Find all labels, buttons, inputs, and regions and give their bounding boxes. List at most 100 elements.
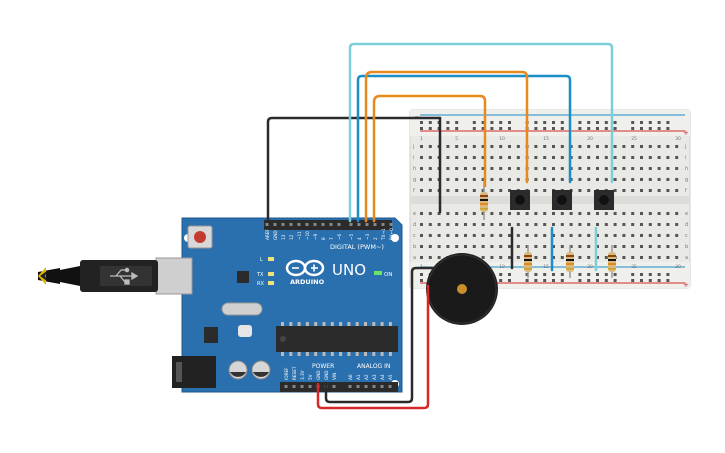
- breadboard-hole[interactable]: [552, 167, 555, 170]
- breadboard-hole[interactable]: [578, 223, 582, 226]
- header-pin[interactable]: [348, 385, 352, 388]
- breadboard-hole[interactable]: [543, 245, 547, 248]
- breadboard-hole[interactable]: [481, 178, 485, 181]
- breadboard-hole[interactable]: [437, 256, 441, 259]
- breadboard-hole[interactable]: [587, 212, 591, 215]
- breadboard-hole[interactable]: [481, 156, 485, 159]
- breadboard-hole[interactable]: [534, 256, 538, 259]
- breadboard-hole[interactable]: [675, 223, 679, 226]
- breadboard-hole[interactable]: [490, 234, 494, 237]
- breadboard-hole[interactable]: [560, 256, 564, 259]
- breadboard-hole[interactable]: [481, 145, 485, 148]
- breadboard-hole[interactable]: [472, 234, 476, 237]
- breadboard-hole[interactable]: [464, 234, 467, 237]
- rail-hole[interactable]: [631, 127, 635, 130]
- breadboard-hole[interactable]: [631, 256, 635, 259]
- breadboard-hole[interactable]: [464, 156, 467, 159]
- rail-hole[interactable]: [560, 121, 564, 124]
- breadboard-hole[interactable]: [666, 245, 670, 248]
- rail-hole[interactable]: [525, 273, 529, 276]
- rail-hole[interactable]: [508, 127, 511, 130]
- breadboard-hole[interactable]: [569, 223, 573, 226]
- breadboard-hole[interactable]: [587, 167, 591, 170]
- header-pin[interactable]: [356, 385, 360, 388]
- rail-hole[interactable]: [420, 279, 423, 282]
- breadboard-hole[interactable]: [587, 245, 591, 248]
- breadboard-hole[interactable]: [472, 156, 476, 159]
- rail-hole[interactable]: [543, 127, 547, 130]
- pushbutton-3[interactable]: [594, 190, 614, 210]
- breadboard-hole[interactable]: [666, 178, 670, 181]
- header-pin[interactable]: [337, 223, 341, 226]
- breadboard-hole[interactable]: [428, 178, 432, 181]
- rail-hole[interactable]: [446, 121, 450, 124]
- breadboard-hole[interactable]: [472, 145, 476, 148]
- resistor-button-2[interactable]: [566, 245, 574, 278]
- breadboard-hole[interactable]: [516, 178, 520, 181]
- breadboard-hole[interactable]: [534, 212, 538, 215]
- rail-hole[interactable]: [640, 121, 643, 124]
- breadboard-hole[interactable]: [437, 223, 441, 226]
- rail-hole[interactable]: [648, 279, 652, 282]
- breadboard-hole[interactable]: [622, 156, 626, 159]
- breadboard-hole[interactable]: [455, 212, 459, 215]
- breadboard-hole[interactable]: [508, 167, 511, 170]
- header-pin[interactable]: [381, 223, 385, 226]
- breadboard-hole[interactable]: [446, 178, 450, 181]
- header-pin[interactable]: [305, 223, 309, 226]
- breadboard-hole[interactable]: [472, 223, 476, 226]
- breadboard-hole[interactable]: [604, 167, 608, 170]
- breadboard-hole[interactable]: [464, 245, 467, 248]
- breadboard-hole[interactable]: [657, 156, 661, 159]
- breadboard-hole[interactable]: [516, 256, 520, 259]
- breadboard-hole[interactable]: [675, 212, 679, 215]
- breadboard-hole[interactable]: [657, 189, 661, 192]
- breadboard-hole[interactable]: [446, 223, 450, 226]
- breadboard-hole[interactable]: [560, 234, 564, 237]
- breadboard-hole[interactable]: [613, 223, 617, 226]
- breadboard-hole[interactable]: [455, 178, 459, 181]
- breadboard-hole[interactable]: [464, 212, 467, 215]
- breadboard-hole[interactable]: [552, 256, 555, 259]
- breadboard-hole[interactable]: [560, 156, 564, 159]
- rail-hole[interactable]: [604, 127, 608, 130]
- breadboard-hole[interactable]: [534, 223, 538, 226]
- wire-gnd-black[interactable]: [266, 116, 442, 223]
- rail-hole[interactable]: [455, 121, 459, 124]
- breadboard-hole[interactable]: [499, 156, 503, 159]
- breadboard-hole[interactable]: [622, 145, 626, 148]
- breadboard-hole[interactable]: [613, 156, 617, 159]
- wire-orange-button[interactable]: [364, 70, 529, 223]
- rail-hole[interactable]: [666, 127, 670, 130]
- breadboard-hole[interactable]: [446, 145, 450, 148]
- rail-hole[interactable]: [552, 279, 555, 282]
- breadboard-hole[interactable]: [578, 178, 582, 181]
- breadboard-hole[interactable]: [596, 256, 599, 259]
- rail-hole[interactable]: [481, 127, 485, 130]
- breadboard-hole[interactable]: [657, 245, 661, 248]
- breadboard-hole[interactable]: [552, 223, 555, 226]
- breadboard-hole[interactable]: [534, 167, 538, 170]
- breadboard-hole[interactable]: [516, 167, 520, 170]
- breadboard-hole[interactable]: [604, 145, 608, 148]
- breadboard-hole[interactable]: [525, 234, 529, 237]
- breadboard-hole[interactable]: [587, 189, 591, 192]
- breadboard-hole[interactable]: [622, 245, 626, 248]
- breadboard-hole[interactable]: [499, 234, 503, 237]
- rail-hole[interactable]: [472, 127, 476, 130]
- rail-hole[interactable]: [472, 121, 476, 124]
- breadboard-hole[interactable]: [604, 256, 608, 259]
- breadboard-hole[interactable]: [596, 212, 599, 215]
- breadboard-hole[interactable]: [631, 245, 635, 248]
- pushbutton-2[interactable]: [552, 190, 572, 210]
- breadboard-hole[interactable]: [437, 245, 441, 248]
- breadboard-hole[interactable]: [596, 156, 599, 159]
- breadboard-hole[interactable]: [640, 234, 643, 237]
- breadboard-hole[interactable]: [648, 189, 652, 192]
- rail-hole[interactable]: [552, 273, 555, 276]
- breadboard-hole[interactable]: [455, 156, 459, 159]
- breadboard-hole[interactable]: [508, 212, 511, 215]
- breadboard-hole[interactable]: [622, 223, 626, 226]
- header-pin[interactable]: [332, 385, 336, 388]
